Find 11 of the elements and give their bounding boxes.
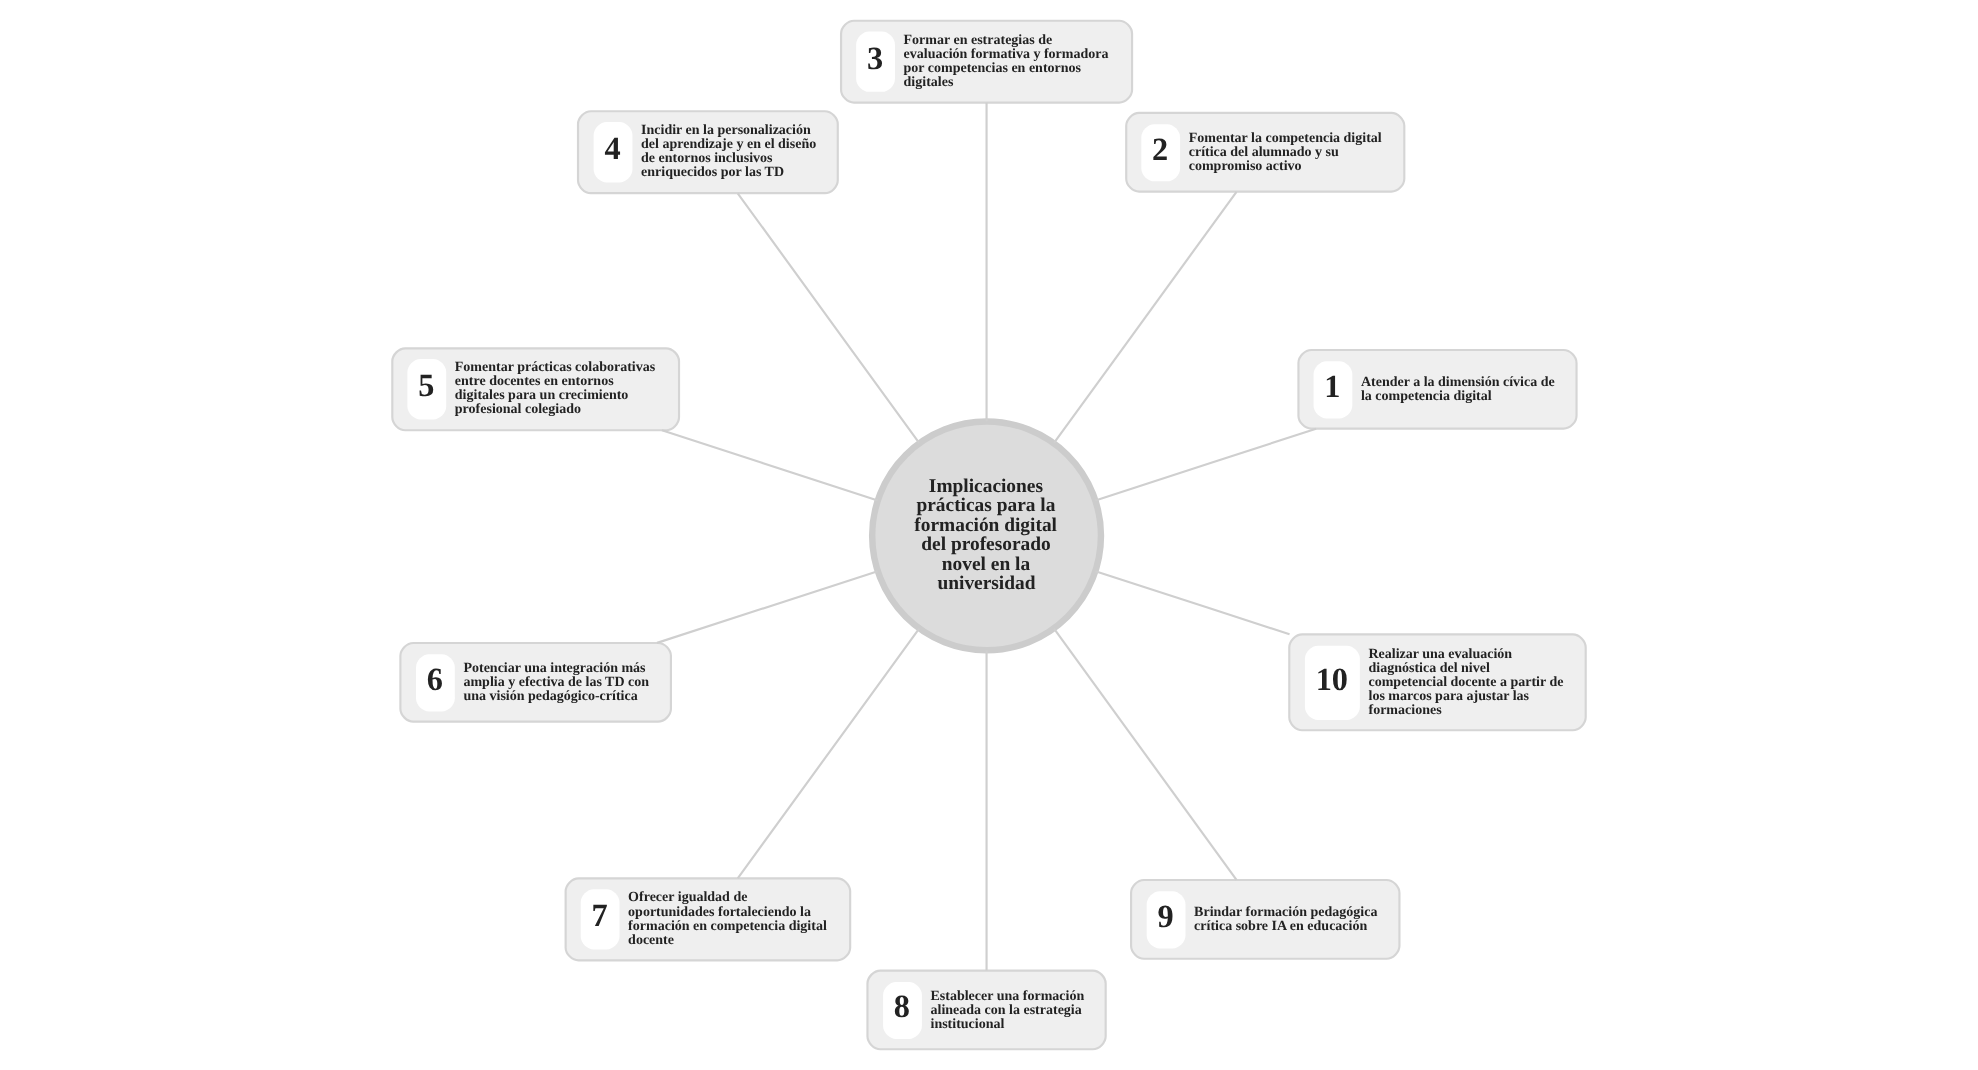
connector (661, 429, 879, 502)
connector (985, 650, 988, 971)
node-circle: Implicaciones prácticas para la formación digital del profesorado novel en la universidad (868, 418, 1105, 654)
connector (1053, 628, 1238, 881)
connector (985, 102, 988, 422)
connector (736, 628, 920, 879)
connector (1053, 191, 1238, 444)
connector (1095, 427, 1317, 502)
connector (656, 570, 879, 644)
connector (736, 192, 920, 444)
connector (1095, 570, 1290, 636)
